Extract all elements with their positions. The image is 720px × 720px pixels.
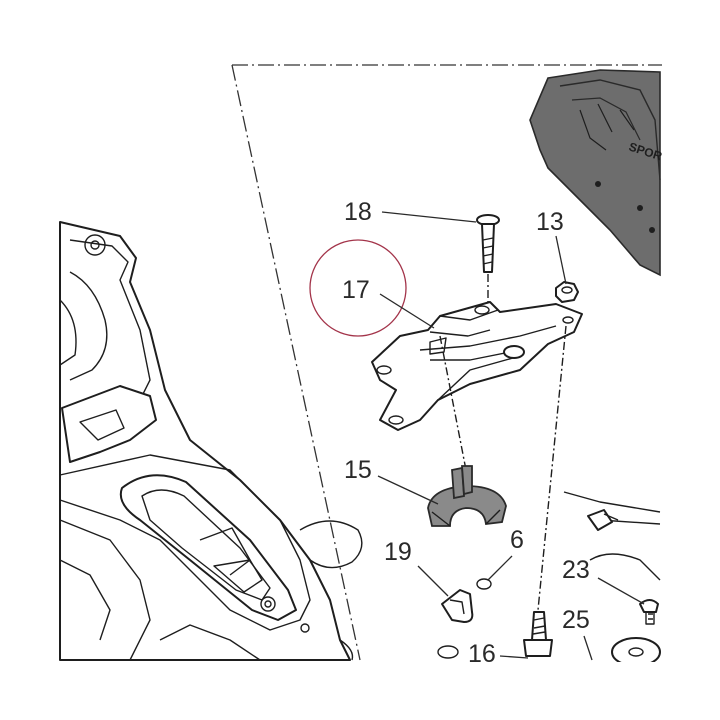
highlight-circle: [309, 239, 407, 337]
part-25-washer: [611, 637, 661, 667]
part-18-bolt: [476, 214, 500, 273]
callout-25: 25: [562, 606, 590, 634]
callout-15: 15: [344, 456, 372, 484]
part-16-stud: [523, 611, 553, 657]
callout-19: 19: [384, 538, 412, 566]
callout-17: 17: [342, 276, 370, 304]
part-19-clamp: [441, 589, 474, 623]
connector-hose: [563, 491, 661, 581]
leader-lines: [377, 211, 645, 661]
callout-23: 23: [562, 556, 590, 584]
part-17-bracket: [371, 301, 583, 431]
callout-13: 13: [536, 208, 564, 236]
right-crop: [662, 0, 720, 720]
part-6-ring: [476, 578, 492, 590]
callout-6: 6: [510, 526, 524, 554]
assembly-outline: [231, 64, 662, 661]
bottom-crop: [0, 662, 720, 720]
part-23-screw: [639, 599, 659, 625]
part-13-nut: [555, 281, 579, 303]
part-15-grommet: [427, 465, 507, 527]
tail-cover: SPORT: [529, 69, 671, 277]
callout-18: 18: [344, 198, 372, 226]
rear-frame-section: [59, 221, 363, 661]
